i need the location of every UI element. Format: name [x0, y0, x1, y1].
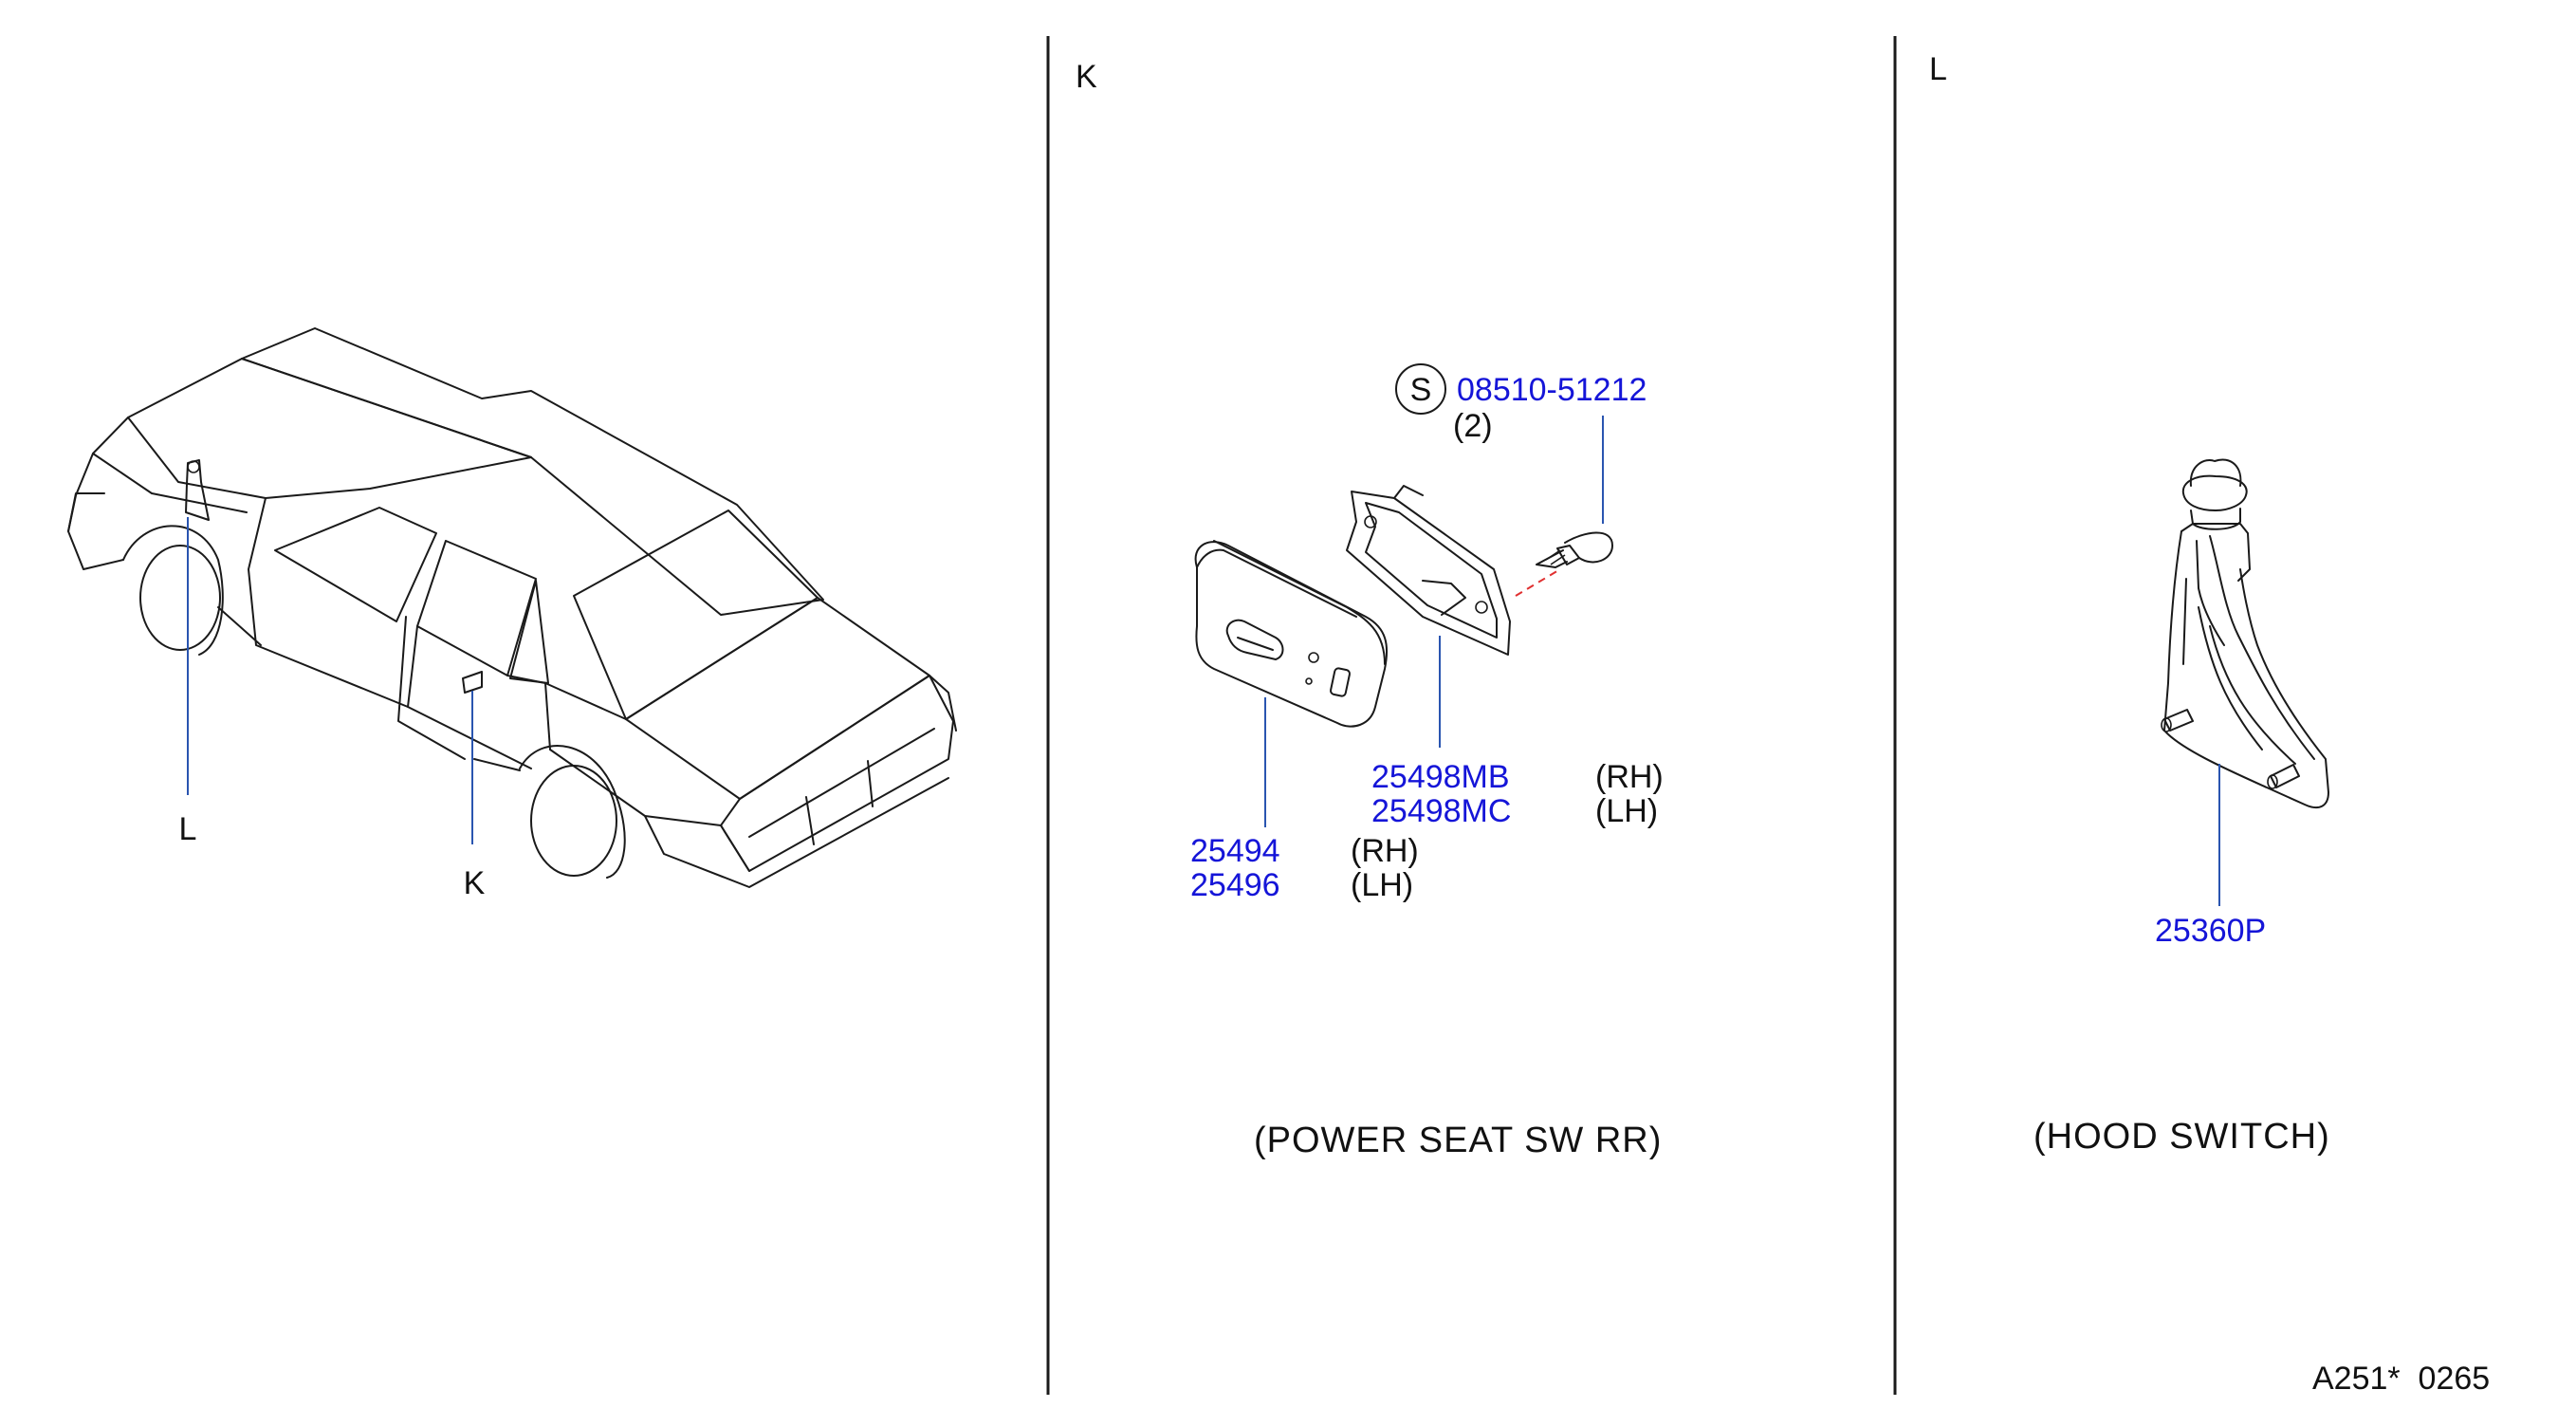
callout-k: K: [464, 865, 486, 901]
bezel-side-rh: (RH): [1595, 759, 1664, 795]
callout-l: L: [179, 811, 197, 847]
caption-power-seat: (POWER SEAT SW RR): [1254, 1121, 1662, 1160]
hood-switch-part-number: 25360P: [2155, 913, 2266, 949]
switch-pn-lh: 25496: [1190, 867, 1280, 903]
bezel-pn-rh: 25498MB: [1371, 759, 1510, 795]
hood-switch-illustration: [2161, 458, 2329, 809]
bezel-pn-lh: 25498MC: [1371, 793, 1511, 829]
switch-pn-rh: 25494: [1190, 833, 1280, 869]
switch-side-lh: (LH): [1351, 867, 1413, 903]
screw-part-number: 08510-51212: [1457, 372, 1647, 408]
screw-illustration: [1536, 531, 1613, 568]
screw-symbol: [1395, 363, 1446, 415]
power-seat-switch-illustration: [1194, 540, 1389, 728]
view-k-label: K: [1076, 59, 1097, 95]
screw-qty: (2): [1453, 408, 1493, 444]
switch-side-rh: (RH): [1351, 833, 1419, 869]
car-illustration: [67, 327, 957, 888]
assembly-dashed-line: [1515, 568, 1561, 597]
view-l-label: L: [1929, 51, 1947, 87]
diagram-code: A251* 0265: [2312, 1361, 2490, 1397]
bezel-side-lh: (LH): [1595, 793, 1658, 829]
screw-symbol-label: S: [1410, 372, 1432, 408]
switch-bezel-illustration: [1346, 485, 1511, 656]
caption-hood-switch: (HOOD SWITCH): [2033, 1117, 2330, 1157]
